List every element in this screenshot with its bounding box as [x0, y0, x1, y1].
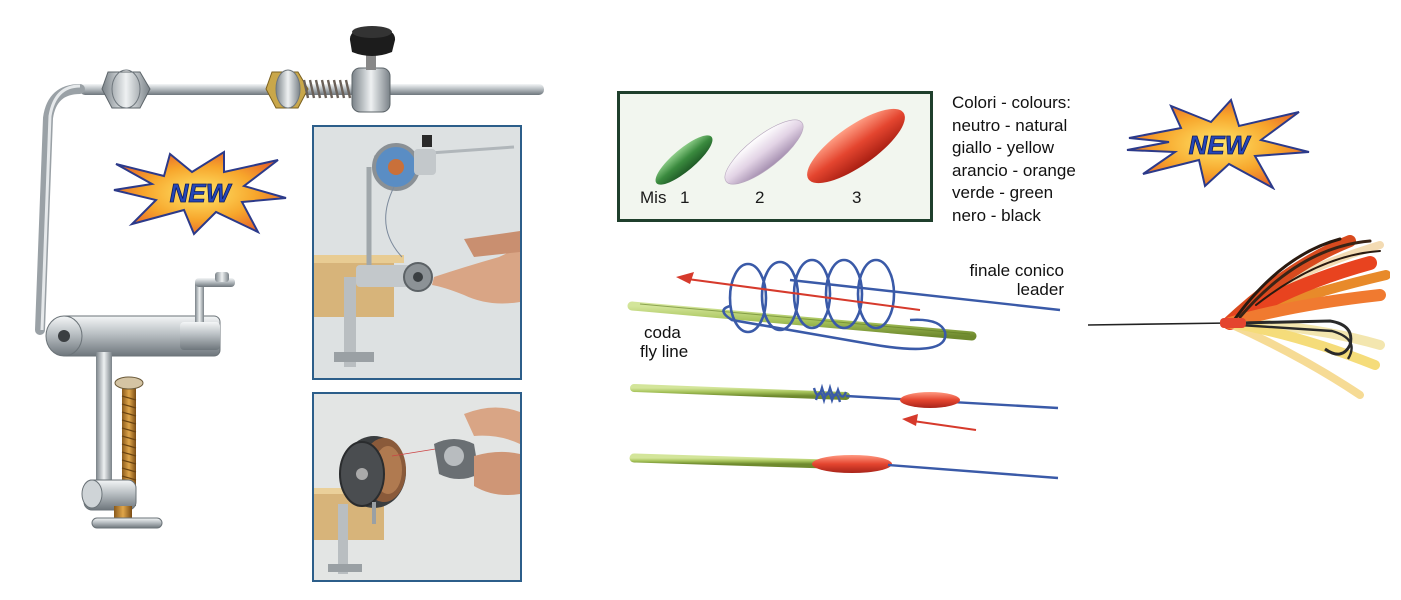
new-badge-left: NEW [112, 150, 290, 236]
color-item-orange: arancio - orange [952, 160, 1076, 180]
connector-size-1 [655, 135, 713, 185]
line-winder-illustration [0, 0, 560, 600]
color-item-natural: neutro - natural [952, 115, 1068, 135]
size-prefix-label: Mis [640, 188, 667, 207]
size-1-label: 1 [680, 188, 690, 207]
size-3-label: 3 [852, 188, 862, 207]
color-item-black: nero - black [952, 205, 1041, 225]
new-badge-left-text: NEW [170, 178, 233, 208]
connection-diagram [620, 250, 1070, 490]
colors-heading: Colori - colours: [952, 93, 1072, 112]
size-2-label: 2 [755, 188, 765, 207]
colors-list: Colori - colours: neutro - natural giall… [952, 92, 1076, 227]
color-item-yellow: giallo - yellow [952, 138, 1055, 157]
fly-line-label-it: coda [644, 323, 681, 342]
step-1-loop [627, 258, 1061, 351]
fly-line-label-en: fly line [640, 342, 689, 361]
photo-winder-mounted [312, 125, 522, 380]
color-item-green: verde - green [952, 183, 1054, 202]
leader-label-it: finale conico [969, 261, 1064, 280]
connector-size-2 [724, 119, 804, 185]
leader-label-en: leader [1016, 280, 1064, 299]
step-2-knot [630, 383, 1059, 431]
connector-size-chart: Mis 1 2 3 [617, 91, 933, 222]
new-badge-right: NEW [1123, 98, 1313, 190]
tube-fly-illustration [1080, 235, 1390, 410]
fly-line-label: coda fly line [640, 323, 688, 361]
step-3-finished [629, 453, 1059, 480]
photo-reel-spooling [312, 392, 522, 582]
connector-size-3 [807, 108, 905, 184]
new-badge-right-text: NEW [1189, 130, 1252, 160]
leader-label: finale conico leader [940, 261, 1064, 299]
